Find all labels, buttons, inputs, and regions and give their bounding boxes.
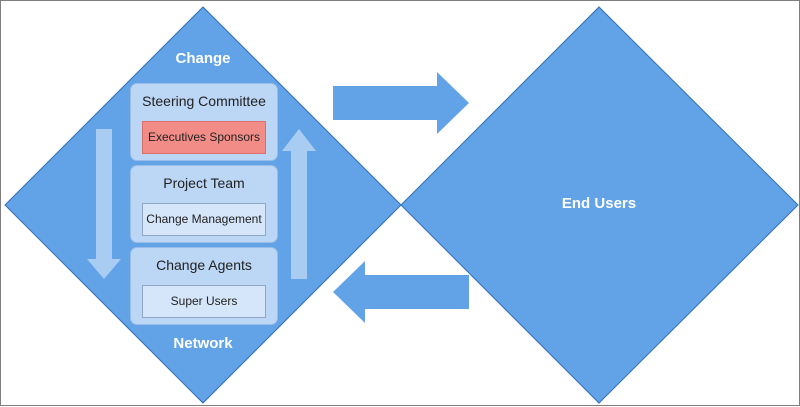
super-users-box: Super Users xyxy=(142,285,266,318)
end-users-label: End Users xyxy=(561,195,637,212)
inner-arrow-up xyxy=(282,129,316,279)
flow-arrow-left xyxy=(333,261,469,323)
end-users-diamond xyxy=(400,6,799,404)
change-label: Change xyxy=(175,50,231,67)
change-management-box: Change Management xyxy=(142,203,266,236)
project-team-title: Project Team xyxy=(163,175,245,191)
change-agents-band: Change Agents Super Users xyxy=(130,247,278,325)
inner-arrow-down xyxy=(87,129,121,279)
project-team-band: Project Team Change Management xyxy=(130,165,278,243)
change-agents-title: Change Agents xyxy=(156,257,252,273)
steering-committee-band: Steering Committee Executives Sponsors xyxy=(130,83,278,161)
network-label: Network xyxy=(173,335,233,352)
steering-committee-title: Steering Committee xyxy=(142,93,266,109)
flow-arrow-right xyxy=(333,72,469,134)
executives-sponsors-box: Executives Sponsors xyxy=(142,121,266,154)
